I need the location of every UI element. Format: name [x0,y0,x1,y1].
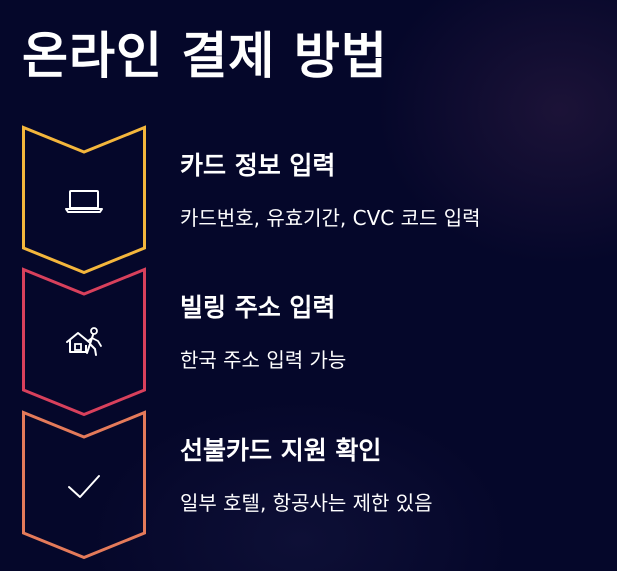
step-title: 선불카드 지원 확인 [180,436,382,465]
step-description: 카드번호, 유효기간, CVC 코드 입력 [180,206,481,230]
page-title: 온라인 결제 방법 [22,27,388,85]
checkmark-icon [68,475,100,498]
house-person-icon [66,327,102,356]
step-description: 일부 호텔, 항공사는 제한 있음 [180,491,433,515]
chevron-shape [22,267,146,417]
chevron-shape [22,125,146,275]
laptop-icon [65,190,103,213]
step-description: 한국 주소 입력 가능 [180,348,347,372]
step-title: 빌링 주소 입력 [180,293,336,322]
chevron-shape [22,410,146,560]
step-title: 카드 정보 입력 [180,151,336,180]
